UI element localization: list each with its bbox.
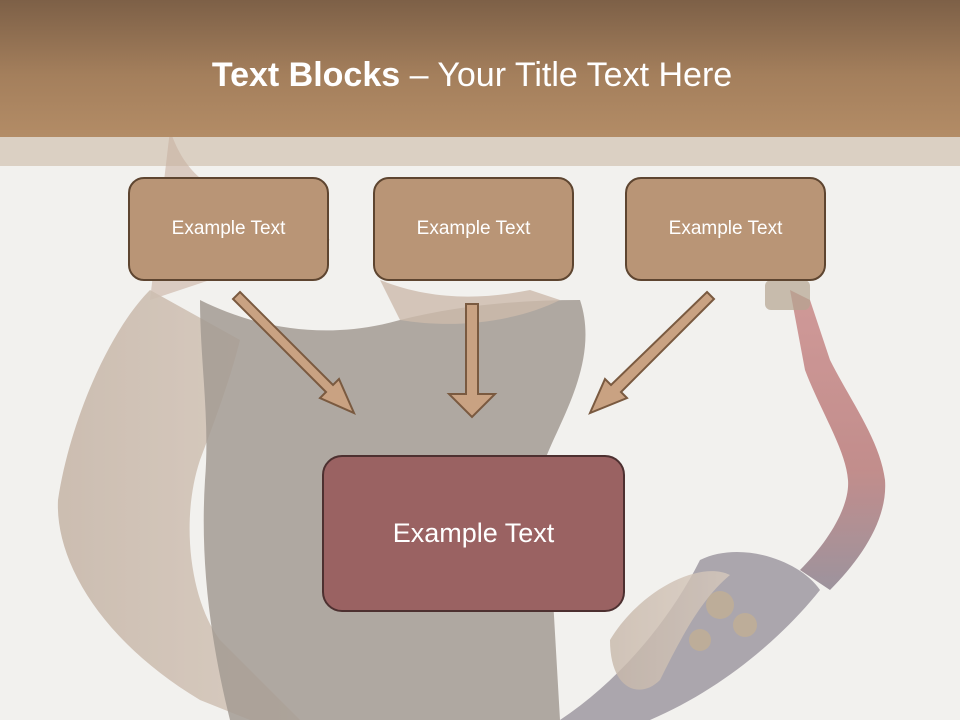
- text-block-3[interactable]: Example Text: [625, 177, 826, 281]
- title-dash: –: [400, 56, 438, 94]
- title-band: [0, 137, 960, 166]
- main-text-block[interactable]: Example Text: [322, 455, 625, 612]
- text-block-2-label: Example Text: [416, 218, 531, 239]
- text-block-1-label: Example Text: [171, 218, 286, 239]
- text-block-1[interactable]: Example Text: [128, 177, 329, 281]
- title-rest: Your Title Text Here: [437, 56, 733, 94]
- main-text-block-label: Example Text: [392, 518, 555, 548]
- text-block-2[interactable]: Example Text: [373, 177, 574, 281]
- title-bar: [0, 0, 960, 137]
- text-block-3-label: Example Text: [668, 218, 783, 239]
- title-bold: Text Blocks: [211, 56, 401, 94]
- slide-title[interactable]: Text Blocks – Your Title Text Here: [0, 52, 944, 98]
